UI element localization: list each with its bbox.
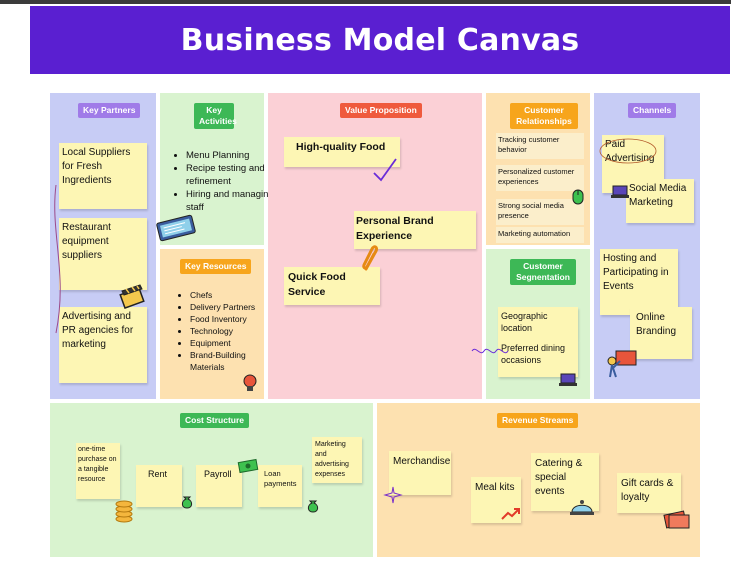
cloche-icon [570,500,594,515]
key-activities-list: Menu Planning Recipe testing and refinem… [174,149,274,214]
circle-highlight [599,138,657,164]
title-banner: Business Model Canvas [30,6,730,74]
customer-relationships-section: Customer Relationships Tracking customer… [486,93,590,245]
top-edge-bar [0,0,731,4]
checkmark-icon [373,158,397,182]
value-proposition-section: Value Proposition High-quality Food Pers… [268,93,482,399]
sticky-note: Catering & special events [531,453,599,511]
presentation-icon [607,350,637,378]
list-item: Recipe testing and refinement [186,162,274,188]
sticky-note: Social Media Marketing [626,179,694,223]
customer-relationships-label: Customer Relationships [510,103,578,129]
list-item: Hiring and managing staff [186,188,274,214]
list-item: Technology [190,325,276,337]
sticky-note: Marketing automation [496,227,584,243]
money-bag-icon [181,496,193,509]
revenue-streams-section: Revenue Streams Merchandise Meal kits Ca… [377,403,700,557]
sticky-note: Local Suppliers for Fresh Ingredients [59,143,147,209]
list-item: Menu Planning [186,149,274,162]
page-title: Business Model Canvas [180,22,580,58]
sticky-note: Gift cards & loyalty [617,473,681,513]
cost-structure-section: Cost Structure one-time purchase on a ta… [50,403,373,557]
channels-label: Channels [628,103,677,118]
list-item: Equipment [190,337,276,349]
squiggle-line [471,348,509,354]
mouse-icon [572,189,584,205]
key-activities-section: Key Activities Menu Planning Recipe test… [156,93,274,245]
sticky-note: Strong social media presence [496,199,584,225]
revenue-streams-label: Revenue Streams [497,413,579,428]
key-resources-section: Key Resources Chefs Delivery Partners Fo… [160,249,264,399]
sticky-note: Online Branding [630,307,692,359]
sticky-note: Tracking customer behavior [496,133,584,159]
value-proposition-label: Value Proposition [340,103,422,118]
gift-card-icon [663,510,690,529]
sticky-note: Rent [136,465,182,507]
laptop-icon [559,373,577,386]
canvas-board: Key Partners Local Suppliers for Fresh I… [50,93,701,557]
sticky-note: Advertising and PR agencies for marketin… [59,307,147,383]
key-partners-label: Key Partners [78,103,141,118]
clapperboard-icon [119,284,145,309]
sticky-note: one-time purchase on a tangible resource [76,443,120,499]
lightbulb-icon [243,374,257,391]
key-resources-list: Chefs Delivery Partners Food Inventory T… [178,289,276,373]
sticky-note: Personalized customer experiences [496,165,584,191]
channels-section: Channels Paid Advertising Social Media M… [594,93,700,399]
money-bag-icon [307,500,319,513]
list-item: Brand-Building Materials [190,349,276,373]
sticky-note: Personal Brand Experience [354,211,476,249]
connector-line [54,184,61,334]
list-item: Food Inventory [190,313,276,325]
sticky-note: Merchandise [389,451,451,495]
sticky-note: Loan payments [258,465,302,507]
sparkle-icon [383,486,403,504]
cash-icon [237,458,259,474]
tablet-icon [156,214,196,242]
coins-icon [115,500,133,523]
customer-segmentation-section: Customer Segnentation Geographic locatio… [486,249,590,399]
laptop-icon [611,185,629,198]
customer-segmentation-label: Customer Segnentation [510,259,576,285]
paperclip-icon [362,245,378,271]
list-item: Delivery Partners [190,301,276,313]
trend-arrow-icon [501,508,520,520]
sticky-note: Marketing and advertising expenses [312,437,362,483]
list-item: Chefs [190,289,276,301]
sticky-note: Hosting and Participating in Events [600,249,678,315]
sticky-note: Restaurant equipment suppliers [59,218,147,290]
sticky-note: Geographic location [498,307,578,339]
key-resources-label: Key Resources [180,259,252,274]
key-partners-section: Key Partners Local Suppliers for Fresh I… [50,93,156,399]
sticky-note: Preferred dining occasions [498,339,578,377]
sticky-note: High-quality Food [284,137,400,167]
sticky-note: Quick Food Service [284,267,380,305]
sticky-note: Payroll [196,465,242,507]
key-activities-label: Key Activities [194,103,237,129]
cost-structure-label: Cost Structure [180,413,250,428]
